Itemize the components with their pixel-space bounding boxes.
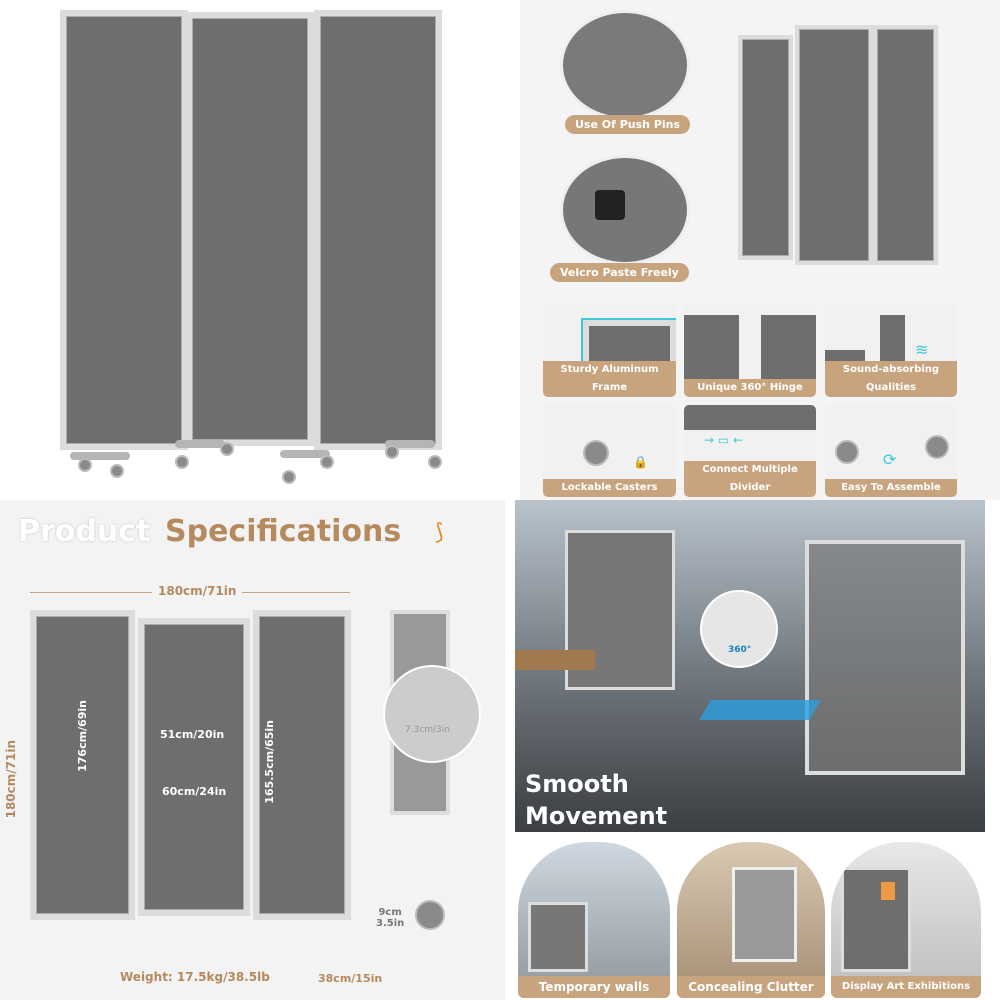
caster-closeup	[415, 900, 445, 930]
feature-easy-assemble: ⟳Easy To Assemble	[825, 405, 957, 497]
rotation-closeup	[700, 590, 778, 668]
panel-width: 60cm/24in	[162, 785, 227, 798]
specs-title-product: Product	[18, 514, 151, 549]
velcro-closeup	[560, 155, 690, 265]
lock-icon: 🔒	[633, 455, 648, 469]
specs-title-specifications: Specifications	[165, 514, 402, 549]
right-panel-height: 165.5cm/65in	[263, 720, 276, 804]
total-width: 180cm/71in	[152, 584, 243, 598]
push-pin-closeup	[560, 10, 690, 120]
folded-closeup	[383, 665, 481, 763]
scene-temporary-walls: Temporary walls	[518, 842, 670, 998]
total-height: 180cm/71in	[4, 740, 18, 819]
folded-depth: 7.3cm/3in	[405, 725, 450, 735]
base-depth: 38cm/15in	[318, 972, 383, 985]
feature-connect-dividers: → ▭ ←Connect Multiple Divider	[684, 405, 816, 497]
rotate-icon: ⟳	[883, 450, 897, 469]
divider-panel-left	[60, 10, 188, 450]
feature-aluminum-frame: Sturdy Aluminum Frame	[543, 305, 676, 397]
caster-height-cm: 9cm	[378, 907, 402, 918]
velcro-label: Velcro Paste Freely	[550, 263, 689, 282]
scene-art-exhibitions: Display Art Exhibitions	[831, 842, 981, 998]
weight: Weight: 17.5kg/38.5lb	[120, 970, 270, 984]
movement-title-line2: Movement	[525, 802, 668, 830]
logo-icon: ⟆	[435, 520, 444, 545]
push-pin-label: Use Of Push Pins	[565, 115, 691, 134]
divider-panel-center	[186, 12, 314, 446]
inner-width: 51cm/20in	[160, 728, 225, 741]
feature-lockable-casters: 🔒Lockable Casters	[543, 405, 676, 497]
caster-height-in: 3.5in	[376, 918, 405, 929]
feature-sound-absorbing: ≋Sound-absorbing Qualities	[825, 305, 957, 397]
feature-hinge: Unique 360° Hinge	[684, 305, 816, 397]
divider-panel-right	[314, 10, 442, 450]
rotation-label: 360°	[728, 645, 752, 655]
product-photo	[0, 0, 500, 500]
movement-title-line1: Smooth	[525, 770, 629, 798]
left-panel-height: 176cm/69in	[76, 700, 89, 772]
scene-concealing-clutter: Concealing Clutter	[677, 842, 825, 998]
sound-wave-icon: ≋	[915, 340, 929, 359]
specifications-section: Product Specifications ⟆ 180cm/71in 180c…	[0, 500, 505, 1000]
